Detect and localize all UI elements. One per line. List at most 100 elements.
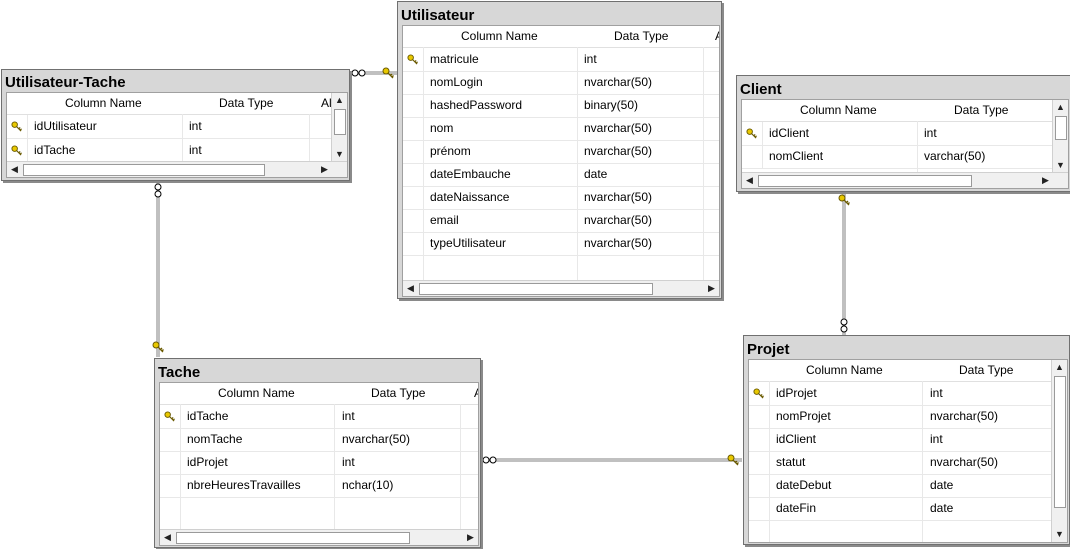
scroll-down-icon[interactable]: ▼	[335, 149, 344, 159]
column-name: idClient	[769, 126, 810, 140]
scroll-down-icon[interactable]: ▼	[1056, 160, 1065, 170]
columns-grid: Column Name Data Type Al idUtilisateur i…	[6, 92, 348, 178]
header-column-name: Column Name	[218, 386, 295, 400]
primary-key-icon	[746, 128, 757, 139]
scroll-up-icon[interactable]: ▲	[1055, 362, 1064, 372]
table-row[interactable]: statut nvarchar(50)	[749, 451, 1067, 475]
table-title: Tache	[158, 364, 201, 381]
table-row-empty[interactable]	[403, 255, 719, 278]
column-type: int	[342, 409, 355, 423]
vertical-scrollbar[interactable]: ▲ ▼	[1052, 100, 1068, 173]
table-client[interactable]: Client Column Name Data Type idClient in…	[736, 75, 1070, 192]
table-row[interactable]: nomClient varchar(50)	[742, 145, 1068, 169]
horizontal-scrollbar[interactable]: ◀ ▶	[7, 161, 347, 177]
rel-tache-projet[interactable]	[481, 454, 742, 466]
column-type: nvarchar(50)	[342, 432, 411, 446]
column-name: dateNaissance	[430, 190, 510, 204]
primary-key-icon	[11, 121, 22, 132]
primary-key-icon	[753, 388, 764, 399]
header-column-name: Column Name	[461, 29, 538, 43]
table-row[interactable]: idProjet int	[160, 451, 478, 475]
table-row[interactable]: dateDebut date	[749, 474, 1067, 498]
rel-ut-utilisateur[interactable]	[350, 67, 398, 79]
table-row[interactable]: dateNaissance nvarchar(50)	[403, 186, 719, 210]
header-allow-nulls: A	[474, 383, 478, 404]
column-type: nvarchar(50)	[584, 121, 653, 135]
table-row[interactable]: nomTache nvarchar(50)	[160, 428, 478, 452]
grid-header: Column Name Data Type Al	[7, 93, 347, 115]
table-row[interactable]: matricule int	[403, 48, 719, 72]
table-row[interactable]: idUtilisateur int	[7, 115, 347, 139]
table-row[interactable]: typeUtilisateur nvarchar(50)	[403, 232, 719, 256]
column-type: nvarchar(50)	[584, 144, 653, 158]
column-name: idClient	[776, 432, 817, 446]
column-type: int	[189, 143, 202, 157]
column-type: nvarchar(50)	[584, 190, 653, 204]
table-tache[interactable]: Tache Column Name Data Type A idTache in…	[154, 358, 481, 548]
table-utilisateur[interactable]: Utilisateur Column Name Data Type A matr…	[397, 1, 722, 299]
table-row[interactable]: nom nvarchar(50)	[403, 117, 719, 141]
table-title: Utilisateur	[401, 7, 475, 24]
scroll-up-icon[interactable]: ▲	[1056, 102, 1065, 112]
header-column-name: Column Name	[800, 103, 877, 117]
horizontal-scrollbar[interactable]: ◀ ▶	[160, 529, 478, 545]
scroll-left-icon[interactable]: ◀	[746, 175, 753, 185]
vertical-scrollbar[interactable]: ▲ ▼	[331, 93, 347, 162]
column-name: hashedPassword	[430, 98, 523, 112]
horizontal-scrollbar[interactable]: ◀ ▶	[403, 280, 719, 296]
table-row-empty[interactable]	[160, 497, 478, 520]
column-name: prénom	[430, 144, 471, 158]
table-row[interactable]: dateEmbauche date	[403, 163, 719, 187]
table-title: Utilisateur-Tache	[5, 74, 126, 91]
scroll-right-icon[interactable]: ▶	[467, 532, 474, 542]
scroll-left-icon[interactable]: ◀	[164, 532, 171, 542]
grid-header: Column Name Data Type A	[403, 26, 719, 48]
columns-grid: Column Name Data Type idClient int nomCl…	[741, 99, 1069, 189]
scroll-right-icon[interactable]: ▶	[321, 164, 328, 174]
table-row[interactable]: prénom nvarchar(50)	[403, 140, 719, 164]
rel-ut-tache[interactable]	[152, 180, 164, 357]
table-row[interactable]: nbreHeuresTravailles nchar(10)	[160, 474, 478, 498]
column-type: int	[342, 455, 355, 469]
scroll-down-icon[interactable]: ▼	[1055, 529, 1064, 539]
table-row[interactable]: idTache int	[7, 139, 347, 163]
table-row[interactable]: idProjet int	[749, 382, 1067, 406]
header-allow-nulls: A	[715, 26, 719, 47]
table-utilisateur-tache[interactable]: Utilisateur-Tache Column Name Data Type …	[1, 69, 350, 181]
vertical-scrollbar[interactable]: ▲ ▼	[1051, 360, 1067, 542]
column-name: idTache	[34, 143, 76, 157]
primary-key-icon	[407, 54, 418, 65]
column-name: dateFin	[776, 501, 817, 515]
grid-header: Column Name Data Type A	[160, 383, 478, 405]
primary-key-icon	[164, 411, 175, 422]
column-type: date	[584, 167, 608, 181]
column-type: nvarchar(50)	[584, 75, 653, 89]
column-name: nom	[430, 121, 454, 135]
column-type: int	[930, 386, 943, 400]
table-row[interactable]: idClient int	[742, 122, 1068, 146]
table-row[interactable]: dateFin date	[749, 497, 1067, 521]
table-projet[interactable]: Projet Column Name Data Type idProjet in…	[743, 335, 1070, 545]
scroll-left-icon[interactable]: ◀	[11, 164, 18, 174]
column-type: date	[930, 501, 954, 515]
table-row[interactable]: nomProjet nvarchar(50)	[749, 405, 1067, 429]
horizontal-scrollbar[interactable]: ◀ ▶	[742, 172, 1068, 188]
column-name: dateEmbauche	[430, 167, 511, 181]
header-data-type: Data Type	[219, 96, 274, 110]
scroll-up-icon[interactable]: ▲	[335, 95, 344, 105]
table-row[interactable]: email nvarchar(50)	[403, 209, 719, 233]
table-row[interactable]: hashedPassword binary(50)	[403, 94, 719, 118]
scroll-right-icon[interactable]: ▶	[708, 283, 715, 293]
table-title: Projet	[747, 341, 790, 358]
column-name: matricule	[430, 52, 479, 66]
scroll-left-icon[interactable]: ◀	[407, 283, 414, 293]
rel-client-projet[interactable]	[838, 192, 850, 335]
column-type: date	[930, 478, 954, 492]
column-name: nomClient	[769, 149, 824, 163]
table-row[interactable]: idTache int	[160, 405, 478, 429]
table-row[interactable]: nomLogin nvarchar(50)	[403, 71, 719, 95]
header-data-type: Data Type	[959, 363, 1014, 377]
table-row[interactable]: idClient int	[749, 428, 1067, 452]
scroll-right-icon[interactable]: ▶	[1042, 175, 1049, 185]
